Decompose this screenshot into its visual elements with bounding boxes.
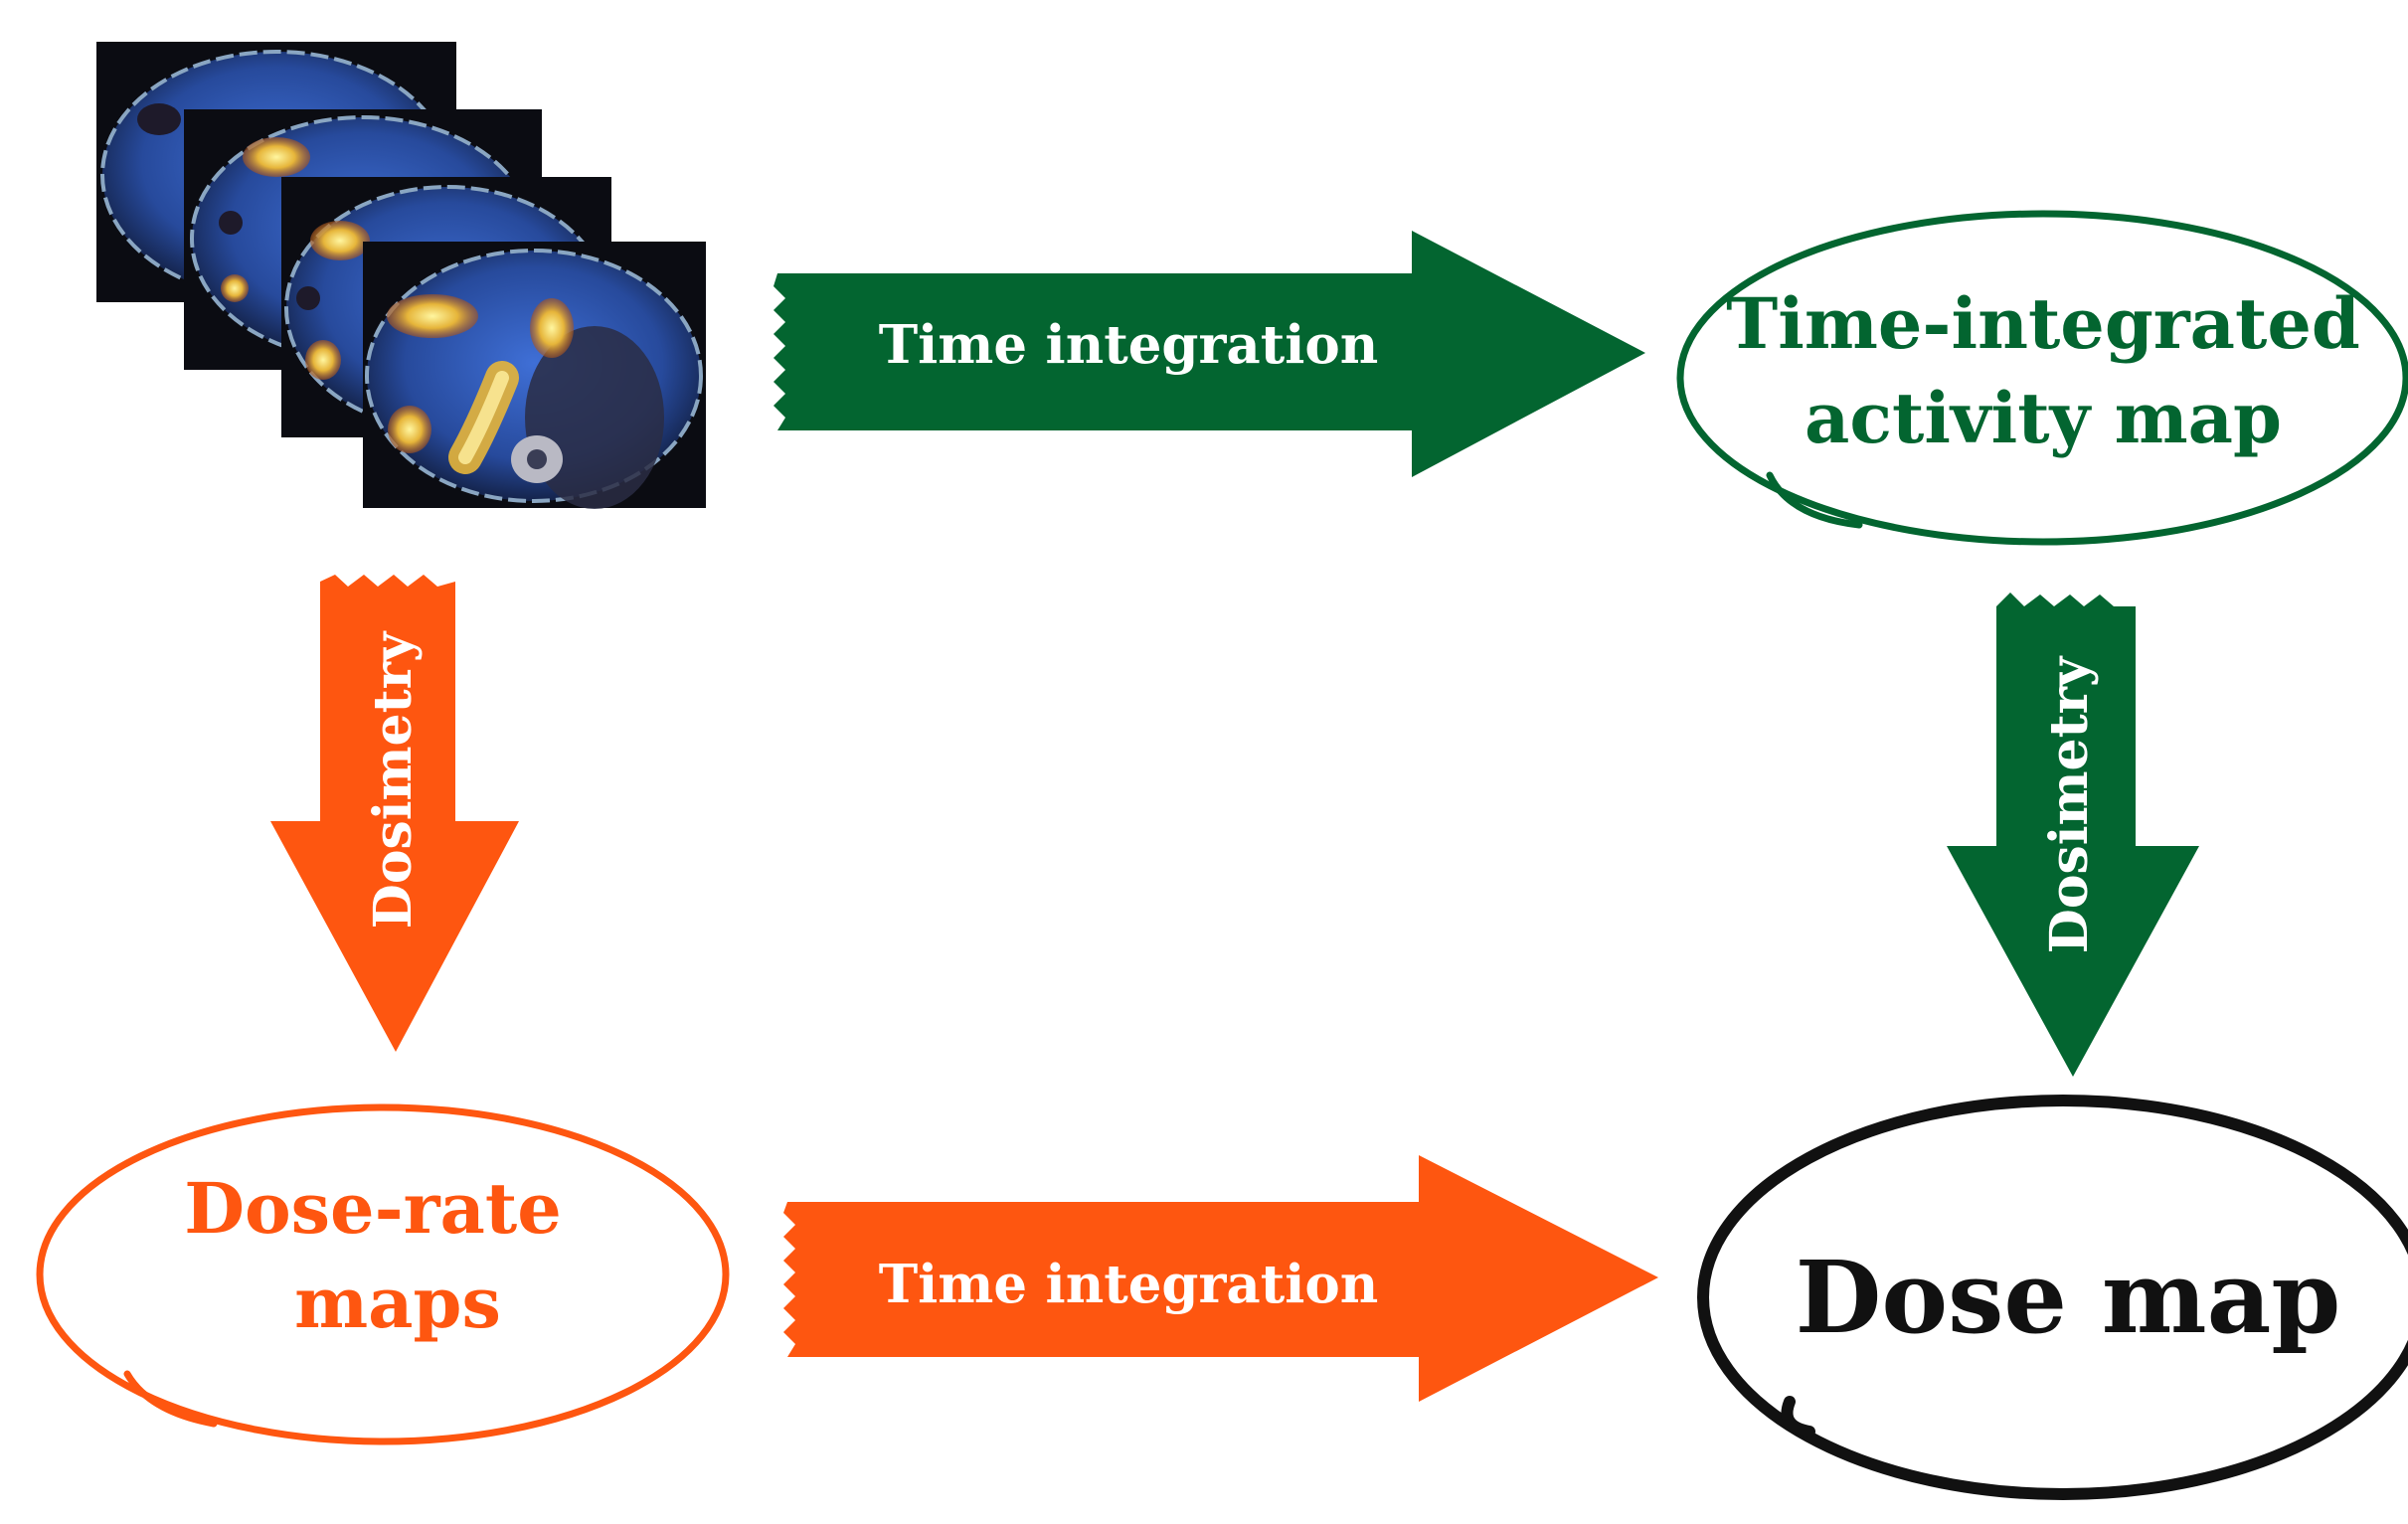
dosimetry-arrow-left: Dosimetry bbox=[270, 575, 519, 1052]
dosimetry-arrow-right: Dosimetry bbox=[1947, 593, 2199, 1077]
node-drm-tail bbox=[123, 1370, 218, 1428]
node-dm-label: Dose map bbox=[1796, 1239, 2341, 1356]
scan-slice-4 bbox=[305, 242, 706, 509]
arrow-right-label: Dosimetry bbox=[2039, 655, 2100, 953]
arrow-bottom-label: Time integration bbox=[879, 1254, 1379, 1315]
arrow-left-label: Dosimetry bbox=[363, 630, 424, 929]
node-dose-rate-maps: Dose-rate maps bbox=[36, 1103, 730, 1445]
node-dose-map: Dose map bbox=[1697, 1095, 2408, 1500]
node-tiam-line2: activity map bbox=[1805, 377, 2282, 459]
arrow-right-body bbox=[1947, 593, 2199, 1077]
node-drm-line2: maps bbox=[294, 1262, 501, 1344]
node-dm-outline bbox=[1697, 1095, 2408, 1500]
node-time-integrated-activity-map: Time-integrated activity map bbox=[1676, 210, 2408, 546]
node-tiam-tail bbox=[1766, 471, 1863, 529]
node-tiam-outline bbox=[1676, 210, 2408, 546]
node-drm-outline bbox=[36, 1103, 730, 1445]
arrow-top-label: Time integration bbox=[879, 314, 1379, 376]
arrow-top-body bbox=[774, 231, 1645, 477]
node-dm-tail bbox=[1781, 1396, 1815, 1438]
arrow-left-body bbox=[270, 575, 519, 1052]
time-integration-arrow-top: Time integration bbox=[774, 231, 1645, 477]
scan-stack-image bbox=[96, 42, 706, 509]
node-tiam-line1: Time-integrated bbox=[1726, 282, 2360, 365]
arrow-bottom-body bbox=[783, 1155, 1658, 1402]
node-drm-line1: Dose-rate bbox=[184, 1167, 562, 1250]
time-integration-arrow-bottom: Time integration bbox=[783, 1155, 1658, 1402]
